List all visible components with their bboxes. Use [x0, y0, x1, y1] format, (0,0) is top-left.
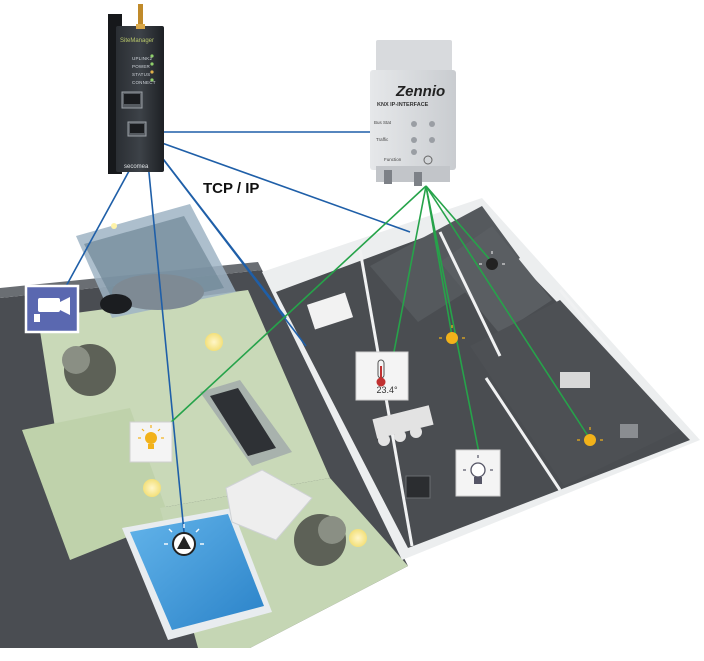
pool	[122, 508, 272, 640]
router-device	[108, 4, 164, 174]
knx-label: Traffic	[376, 137, 389, 142]
lightbulb-icon[interactable]	[455, 449, 501, 497]
terrace	[200, 380, 313, 541]
knx-label: Function	[384, 157, 402, 162]
connection-label: TCP / IP	[203, 180, 260, 197]
router-led-label: UPLINK2	[132, 56, 153, 61]
knx-module	[370, 40, 456, 186]
trees	[62, 344, 346, 566]
house	[262, 198, 700, 560]
router-led-label: STATUS	[132, 72, 151, 77]
knx-brand: Zennio	[396, 83, 446, 100]
camera-icon[interactable]	[24, 284, 80, 334]
router-brand: SiteManager	[120, 38, 155, 44]
thermometer-icon[interactable]	[355, 351, 409, 401]
pool-light-icon[interactable]	[164, 524, 204, 556]
garden-lamps	[111, 223, 367, 547]
router-led-label: POWER	[132, 64, 151, 69]
knx-label: Bus Stat	[374, 120, 392, 125]
lightbulb-icon[interactable]	[129, 421, 173, 463]
temperature-value: 23.4°	[376, 385, 398, 395]
garage	[76, 204, 236, 318]
router-footer-brand: secomea	[124, 164, 149, 170]
lamp-on-living[interactable]	[439, 325, 465, 344]
knx-model: KNX IP-INTERFACE	[377, 102, 429, 108]
lamp-off-bath[interactable]	[479, 251, 505, 270]
lamp-on-bedroom[interactable]	[577, 427, 603, 446]
knx-links	[153, 185, 589, 459]
router-led-label: CONNECT	[132, 80, 156, 85]
